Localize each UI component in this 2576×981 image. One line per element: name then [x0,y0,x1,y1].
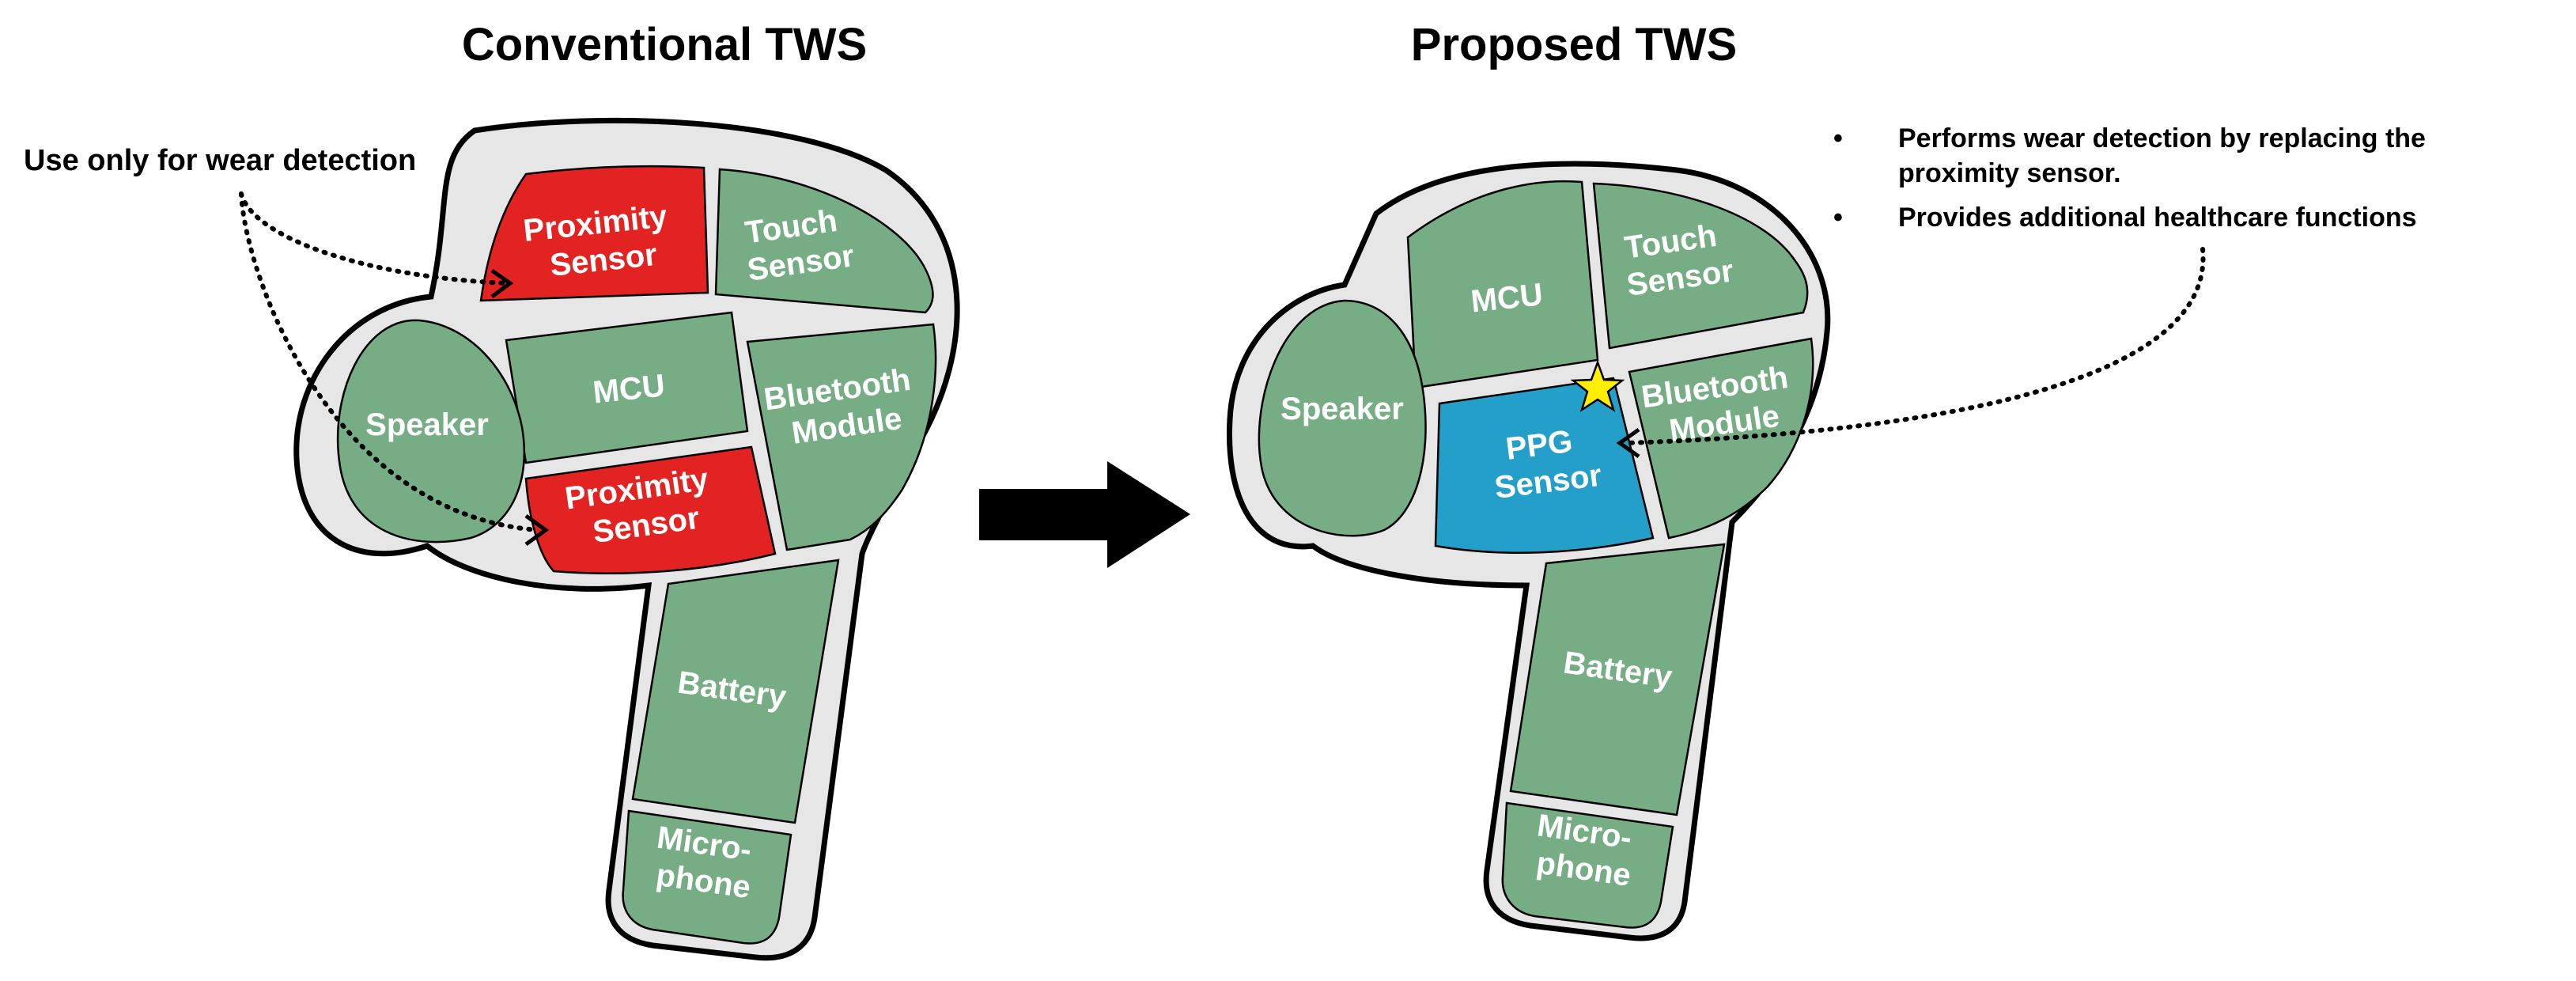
bullet-1-line-2: proximity sensor. [1898,158,2121,188]
annotation-arrowhead-proposed [1616,427,1640,459]
conventional-tws: Conventional TWS Proximity Sensor Touch … [24,19,960,961]
mcu-proposed-label: MCU [1470,277,1545,319]
microphone-proposed [1501,801,1674,929]
mcu-proposed [1406,180,1599,389]
speaker [336,319,526,544]
bullet-1-line-1: Performs wear detection by replacing the [1898,123,2426,153]
proximity-sensor-top [479,165,709,302]
battery-proposed [1509,543,1726,816]
bluetooth-module-proposed [1628,337,1814,540]
proposed-tws: Proposed TWS MCU Touch Sensor Speaker PP… [1226,19,2426,941]
bullet-marker-2: • [1833,203,1843,233]
microphone [622,809,792,945]
speaker-proposed-label: Speaker [1280,392,1404,426]
annotation-arrowhead-top [490,268,514,299]
star-icon [1570,359,1625,412]
wear-detection-note: Use only for wear detection [24,144,416,177]
bluetooth-module [746,323,937,551]
annotation-curve-proposed [1623,247,2206,445]
speaker-label: Speaker [365,407,489,442]
touch-sensor-proposed [1592,182,1809,350]
mcu-label: MCU [592,368,667,410]
bullet-marker-1: • [1833,123,1843,153]
battery [631,559,840,824]
right-arrow [979,461,1190,568]
proposed-bullet-list: • Performs wear detection by replacing t… [1833,123,2426,233]
proposed-title: Proposed TWS [1411,19,1737,70]
annotation-arrowhead-bottom [524,513,550,547]
touch-sensor [714,168,934,314]
annotation-curve-bottom [239,191,540,532]
bullet-2-line-1: Provides additional healthcare functions [1898,203,2417,233]
speaker-proposed [1258,299,1427,537]
conventional-title: Conventional TWS [462,19,867,70]
annotation-curve-top [239,191,509,286]
ppg-sensor [1434,377,1655,554]
